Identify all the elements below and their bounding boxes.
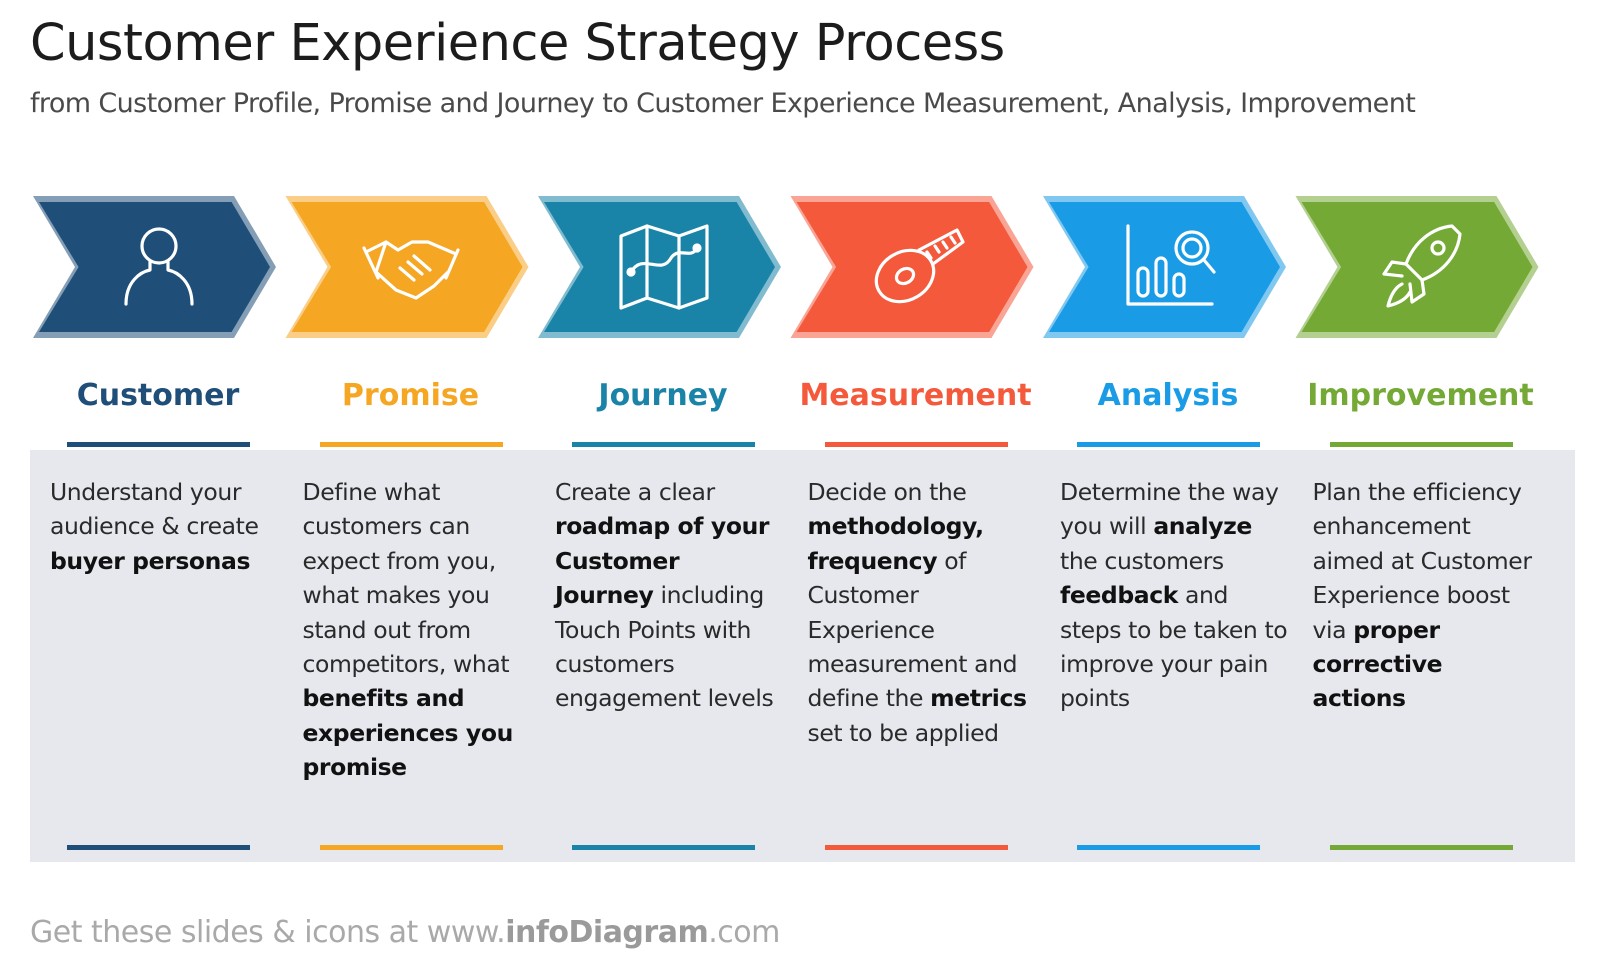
description-text: Plan the efficiency enhancement aimed at… <box>1312 478 1533 644</box>
chart-magnifier-icon <box>1114 212 1224 322</box>
step-label-improvement: Improvement <box>1307 378 1534 413</box>
step-label-promise: Promise <box>341 378 480 413</box>
step-bar-bottom-journey <box>572 845 755 850</box>
description-text: Decide on the <box>807 478 967 506</box>
step-bar-top-measurement <box>824 442 1008 447</box>
step-bar-bottom-analysis <box>1077 845 1260 850</box>
step-bar-bottom-improvement <box>1329 845 1513 850</box>
map-icon <box>609 212 719 322</box>
step-bar-top-customer <box>67 442 250 447</box>
description-highlight: benefits and experiences you promise <box>302 684 514 782</box>
slide-title: Customer Experience Strategy Process <box>30 14 1005 73</box>
step-label-measurement: Measurement <box>799 378 1032 413</box>
description-text: Understand your audience & create <box>50 478 259 541</box>
step-bar-bottom-customer <box>67 845 250 850</box>
description-highlight: feedback <box>1060 581 1178 610</box>
description-highlight: buyer personas <box>50 546 251 575</box>
footer-brand: infoDiagram <box>505 915 709 950</box>
step-label-analysis: Analysis <box>1097 378 1239 413</box>
step-bar-top-analysis <box>1077 442 1260 447</box>
description-highlight: methodology, frequency <box>807 512 985 575</box>
step-bar-bottom-measurement <box>824 845 1008 850</box>
step-description-improvement: Plan the efficiency enhancement aimed at… <box>1313 475 1541 716</box>
handshake-icon <box>356 212 466 322</box>
description-highlight: metrics <box>930 684 1027 713</box>
step-description-analysis: Determine the way you will analyze the c… <box>1060 475 1288 716</box>
description-text: of Customer Experience measurement and d… <box>807 546 1018 713</box>
description-text: and steps to be taken to improve your pa… <box>1060 581 1288 713</box>
step-description-measurement: Decide on the methodology, frequency of … <box>808 475 1036 750</box>
person-icon <box>104 212 214 322</box>
description-panel <box>30 450 1575 862</box>
footer-credit: Get these slides & icons at www.infoDiag… <box>30 915 780 950</box>
description-text: Determine the way you will <box>1060 478 1279 541</box>
description-text: Define what customers can expect from yo… <box>302 478 510 679</box>
step-bar-top-promise <box>319 442 503 447</box>
description-highlight: proper corrective actions <box>1312 615 1443 713</box>
step-description-customer: Understand your audience & create buyer … <box>50 475 278 578</box>
step-label-journey: Journey <box>598 378 728 413</box>
footer-prefix: Get these slides & icons at www. <box>30 915 506 950</box>
step-bar-bottom-promise <box>319 845 503 850</box>
step-description-journey: Create a clear roadmap of your Customer … <box>555 475 783 716</box>
description-text: Create a clear <box>555 478 715 506</box>
measuring-tape-icon <box>861 212 971 322</box>
step-bar-top-improvement <box>1329 442 1513 447</box>
slide-subtitle: from Customer Profile, Promise and Journ… <box>30 88 1416 119</box>
description-text: including Touch Points with customers en… <box>555 581 774 713</box>
description-highlight: analyze <box>1153 512 1252 541</box>
description-highlight: roadmap of your Customer Journey <box>555 512 770 610</box>
rocket-icon <box>1366 212 1476 322</box>
footer-suffix: .com <box>708 915 780 950</box>
step-label-customer: Customer <box>76 378 240 413</box>
description-text: set to be applied <box>807 718 1000 747</box>
step-bar-top-journey <box>572 442 755 447</box>
description-text: the customers <box>1060 546 1224 575</box>
step-description-promise: Define what customers can expect from yo… <box>303 475 531 785</box>
